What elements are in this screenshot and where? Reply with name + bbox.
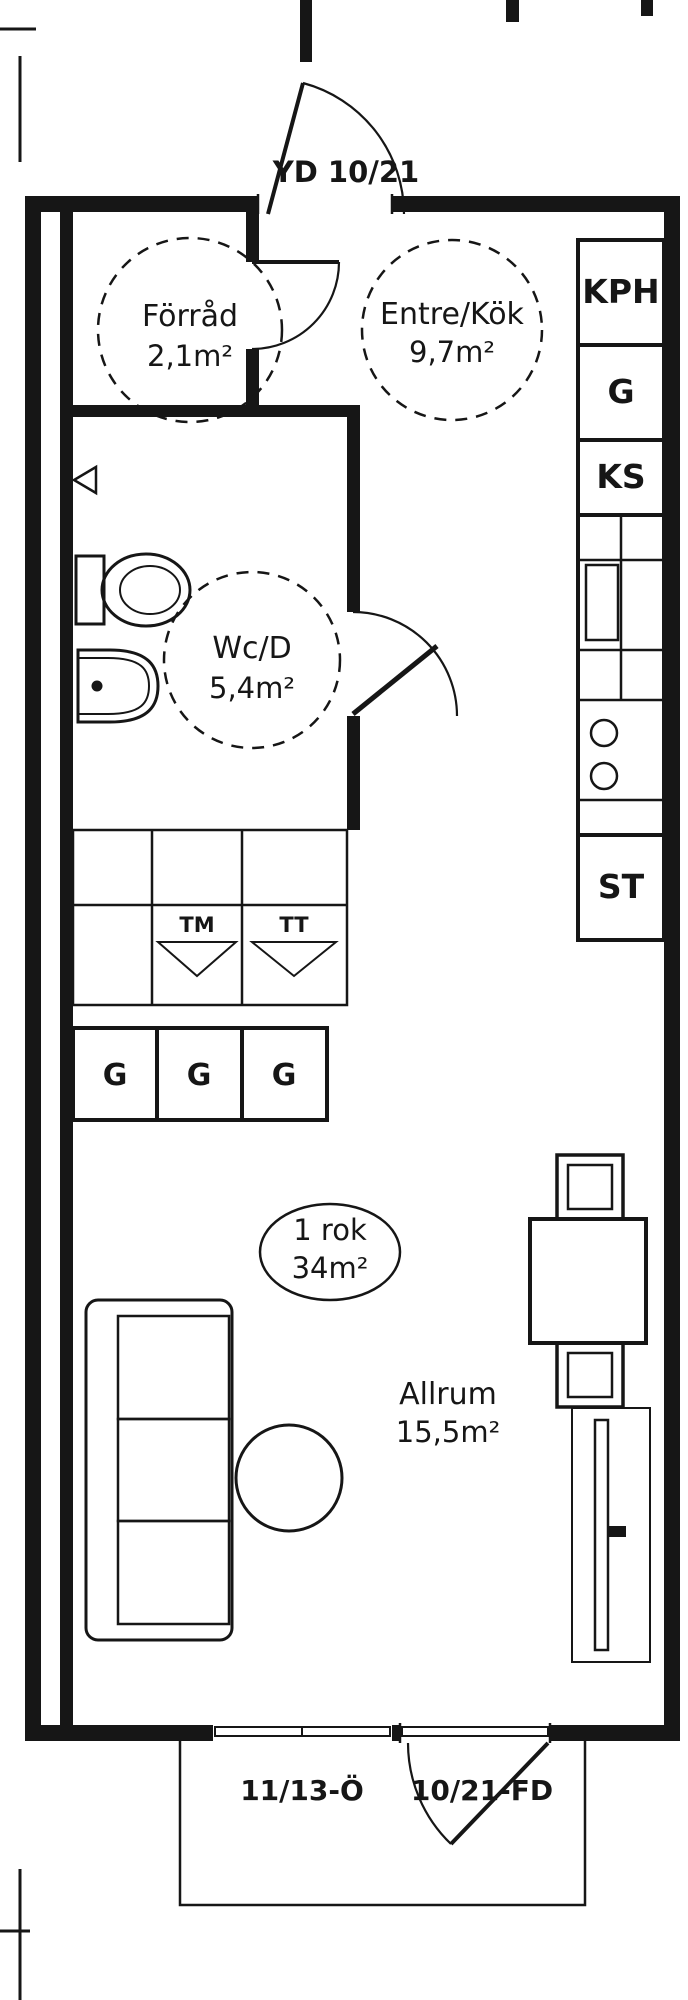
dining-table-icon — [528, 1217, 648, 1345]
dashed-circle-forrad — [96, 236, 284, 424]
inner-walls — [60, 212, 360, 1725]
balcony-door-label: 10/21-FD — [411, 1774, 553, 1807]
sofa-cushion — [116, 1417, 231, 1523]
sink-icon — [76, 648, 160, 724]
washing-machine-icon — [155, 941, 239, 978]
wall-stub — [300, 0, 312, 62]
sofa-cushion — [116, 1314, 231, 1421]
wc-wall — [347, 417, 360, 612]
apartment-ellipse — [258, 1202, 402, 1302]
radiator-valve-icon — [608, 1526, 626, 1537]
wall-stub — [506, 0, 519, 22]
wc-fixtures — [71, 464, 192, 724]
dryer-label: TT — [279, 913, 309, 937]
laundry-counter-outline — [71, 828, 349, 1007]
kitchen-column — [576, 238, 666, 942]
laundry-area — [71, 828, 349, 1007]
sink-inner — [77, 657, 151, 715]
sofa-cushion — [116, 1519, 231, 1626]
partition-wall — [246, 212, 259, 262]
sink-drain-icon — [91, 680, 103, 692]
wardrobe-label: G — [187, 1058, 212, 1093]
chair-seat — [566, 1351, 614, 1399]
wc-wall — [347, 716, 360, 830]
sink-basin-icon — [584, 563, 620, 642]
wardrobes — [71, 1026, 329, 1122]
room-label-allrum: Allrum — [399, 1377, 497, 1412]
hob-burner-icon — [589, 761, 619, 791]
toilet-bowl-icon — [100, 552, 192, 628]
room-label-entre: Entre/Kök — [380, 297, 525, 332]
wardrobe-box — [240, 1026, 329, 1122]
sofa-icon — [84, 1298, 234, 1642]
glazed-door-symbol — [401, 1726, 549, 1737]
door-swings — [251, 81, 550, 1846]
radiator-icon — [593, 1418, 610, 1652]
inner-wall-left — [60, 212, 73, 1725]
room-circles — [96, 236, 544, 1302]
room-area-forrad: 2,1m² — [147, 339, 233, 373]
chair-seat — [566, 1163, 614, 1211]
room-label-forrad: Förråd — [142, 299, 238, 334]
hob-burner-icon — [589, 718, 619, 748]
radiator-niche — [571, 1407, 651, 1663]
room-label-wc: Wc/D — [212, 631, 291, 666]
wardrobe-label: G — [272, 1058, 297, 1093]
entrance-door-leaf — [266, 82, 305, 215]
cabinet-label-ks: KS — [596, 457, 645, 496]
round-table-icon — [234, 1423, 344, 1533]
balcony-door-arc — [406, 1742, 452, 1845]
dryer-icon — [249, 941, 339, 978]
window-label: 11/13-Ö — [240, 1773, 364, 1807]
room-area-entre: 9,7m² — [409, 335, 495, 369]
balcony-outline — [178, 1741, 587, 1907]
drain-triangle-icon — [71, 464, 98, 496]
apartment-label: 1 rok — [293, 1213, 367, 1247]
apartment-area: 34m² — [292, 1251, 369, 1285]
wc-door-arc — [352, 610, 459, 717]
wardrobe-label: G — [103, 1058, 128, 1093]
wall-stub — [641, 0, 653, 16]
cabinet-label-g: G — [607, 372, 634, 411]
wall-openings — [213, 192, 552, 1745]
balcony-door-leaf — [449, 1741, 550, 1846]
kitchen-cabinet-outline — [576, 238, 666, 942]
dashed-circle-wc — [162, 570, 342, 750]
exterior-wall-marks — [0, 0, 653, 2000]
balcony-door-opening — [400, 1721, 550, 1745]
entrance-door-label: YD 10/21 — [272, 155, 419, 189]
washing-machine-label: TM — [179, 913, 214, 937]
entrance-door-arc — [302, 81, 406, 215]
entrance-opening — [258, 192, 392, 216]
toilet-bowl-inner — [119, 565, 181, 615]
room-area-wc: 5,4m² — [209, 671, 295, 705]
partition-wall — [73, 405, 360, 417]
storage-door-arc — [251, 261, 341, 351]
dashed-circle-entre — [360, 238, 544, 422]
furniture — [84, 1153, 651, 1663]
partition-wall — [246, 349, 259, 417]
text-labels: YD 10/21 Förråd 2,1m² Entre/Kök 9,7m² Wc… — [103, 155, 660, 1807]
wc-door-leaf — [351, 644, 439, 716]
room-area-allrum: 15,5m² — [396, 1415, 500, 1449]
cabinet-label-st: ST — [598, 867, 645, 906]
cabinet-label-kph: KPH — [582, 272, 659, 311]
toilet-tank-icon — [74, 554, 106, 626]
